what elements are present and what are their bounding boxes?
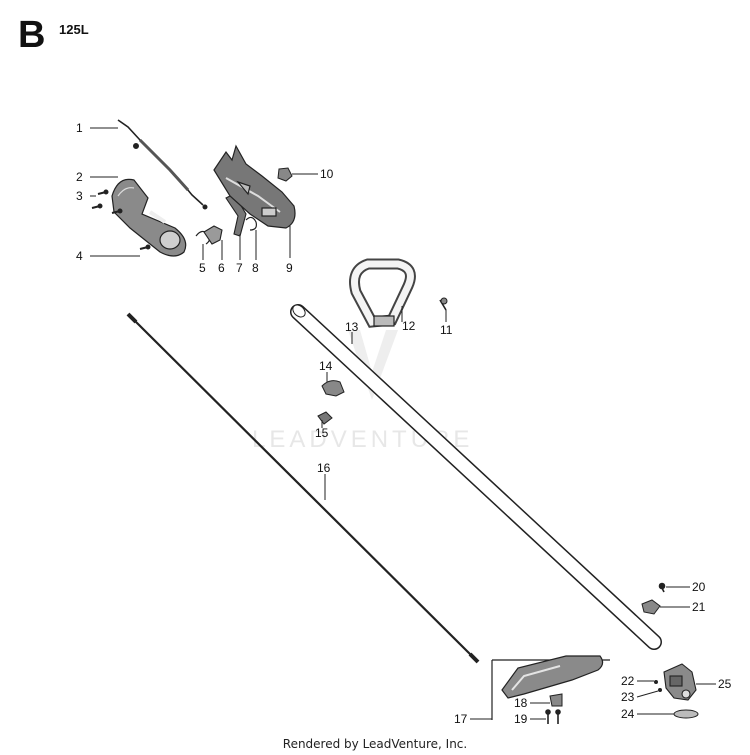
footer-credit: Rendered by LeadVenture, Inc. [282, 737, 468, 751]
trigger-part-6 [203, 225, 223, 245]
callout-22: 22 [621, 674, 635, 688]
callout-25: 25 [718, 677, 732, 691]
throttle-handle-part [111, 178, 187, 257]
callout-17: 17 [454, 712, 468, 726]
screw-part-3 [91, 189, 123, 214]
callout-4: 4 [76, 249, 83, 263]
callout-1: 1 [76, 121, 83, 135]
callout-16: 16 [317, 461, 331, 475]
handle-housing-part [213, 144, 296, 229]
fastener-part-22 [654, 680, 658, 684]
model-label: 125L [59, 22, 89, 37]
callout-8: 8 [252, 261, 259, 275]
callout-21: 21 [692, 600, 706, 614]
throttle-cable-part [117, 119, 208, 210]
bracket-part-18 [549, 693, 563, 707]
callout-24: 24 [621, 707, 635, 721]
fastener-part-23 [658, 688, 662, 692]
callout-12: 12 [402, 319, 416, 333]
callout-7: 7 [236, 261, 243, 275]
callout-3: 3 [76, 189, 83, 203]
screw-part-11 [439, 297, 448, 311]
screws-part-19 [545, 709, 561, 724]
callout-14: 14 [319, 359, 333, 373]
leader-lines [90, 127, 716, 720]
callout-15: 15 [315, 426, 329, 440]
spring-part-8 [245, 216, 257, 231]
callout-2: 2 [76, 170, 83, 184]
screw-part-4 [139, 244, 151, 250]
nut-part-10 [277, 167, 293, 182]
clamp-part-14 [321, 380, 345, 397]
callout-6: 6 [218, 261, 225, 275]
guard-part-17 [491, 655, 610, 720]
screw-part-20 [658, 582, 666, 593]
callout-10: 10 [320, 167, 334, 181]
loop-handle-part [349, 258, 416, 328]
shaft-tube-part [290, 304, 662, 650]
gear-head-part [663, 663, 697, 701]
drive-shaft-part [126, 312, 480, 664]
callout-18: 18 [514, 696, 528, 710]
washer-part-24 [673, 709, 699, 719]
callout-11: 11 [440, 323, 453, 337]
callout-19: 19 [514, 712, 528, 726]
clip-part-15 [317, 411, 333, 425]
callout-23: 23 [621, 690, 635, 704]
section-letter: B [18, 14, 46, 56]
clamp-part-21 [641, 599, 661, 615]
callout-9: 9 [286, 261, 293, 275]
callout-numbers: 1 2 3 4 5 6 7 8 9 10 11 12 13 14 15 16 1… [76, 121, 732, 726]
callout-13: 13 [345, 320, 359, 334]
callout-20: 20 [692, 580, 706, 594]
callout-5: 5 [199, 261, 206, 275]
